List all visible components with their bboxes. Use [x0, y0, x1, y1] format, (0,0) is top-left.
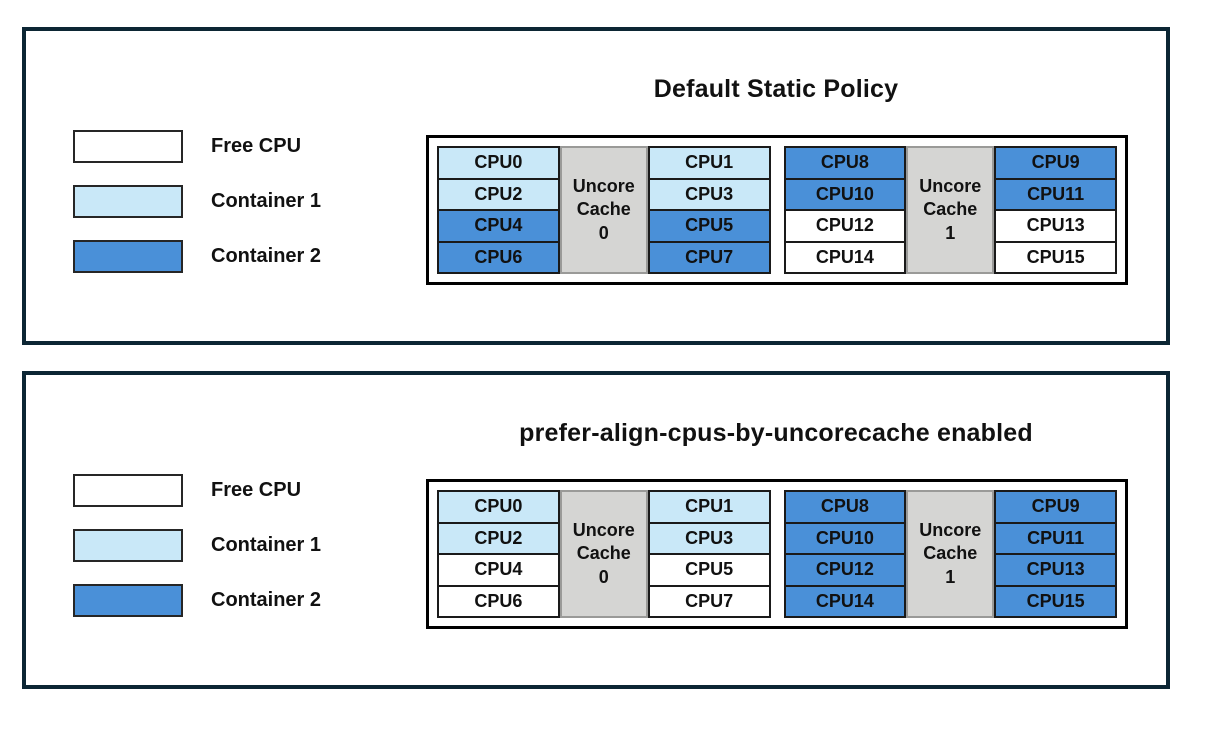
cpu-cell: CPU0: [439, 148, 558, 180]
cpu-cell: CPU0: [439, 492, 558, 524]
cpu-cell: CPU8: [785, 492, 905, 524]
policy-panel: prefer-align-cpus-by-uncorecache enabled…: [22, 371, 1170, 689]
legend-item: Container 2: [73, 584, 321, 617]
cpu-cell: CPU1: [649, 148, 769, 180]
uncore-cache-label-line: Cache: [576, 543, 631, 564]
cpu-cell: CPU11: [996, 523, 1115, 555]
cpu-cell: CPU13: [996, 211, 1115, 243]
legend: Free CPU Container 1 Container 2: [73, 474, 321, 617]
legend-label: Container 1: [211, 190, 322, 212]
cpu-cell: CPU13: [996, 555, 1115, 587]
cpu-cell: CPU15: [996, 242, 1115, 272]
cpu-cell: CPU15: [996, 586, 1115, 616]
panel-title: Default Static Policy: [653, 75, 899, 103]
uncore-cache-label-line: 0: [598, 566, 609, 587]
uncore-cache-label-line: Uncore: [572, 519, 635, 540]
cpu-cell: CPU10: [785, 523, 905, 555]
legend-label: Container 2: [211, 245, 322, 267]
legend-swatch-free-cpu: [73, 474, 183, 507]
uncore-cache-label-line: 1: [945, 566, 956, 587]
cpu-cell: CPU9: [996, 492, 1115, 524]
policy-panel: Default Static Policy Free CPU Container…: [22, 27, 1170, 345]
legend-swatch-container-2: [73, 584, 183, 617]
legend-item: Free CPU: [73, 130, 321, 163]
legend-label: Container 2: [211, 589, 322, 611]
legend-swatch-container-2: [73, 240, 183, 273]
legend-label: Free CPU: [211, 479, 302, 501]
uncore-cache-label-line: 1: [945, 222, 956, 243]
legend-swatch-container-1: [73, 529, 183, 562]
cpu-cell: CPU3: [649, 523, 769, 555]
cpu-cell: CPU4: [439, 555, 558, 587]
cpu-cell: CPU14: [785, 586, 905, 616]
uncore-cache-label-line: Cache: [923, 199, 978, 220]
cpu-cell: CPU6: [439, 242, 558, 272]
cpu-cell: CPU6: [439, 586, 558, 616]
cpu-cell: CPU12: [785, 211, 905, 243]
legend-label: Container 1: [211, 534, 322, 556]
cpu-cell: CPU5: [649, 211, 769, 243]
cpu-cell: CPU7: [649, 586, 769, 616]
cpu-cell: CPU14: [785, 242, 905, 272]
cpu-cell: CPU2: [439, 523, 558, 555]
cpu-cell: CPU11: [996, 179, 1115, 211]
legend-item: Container 2: [73, 240, 321, 273]
panel-title: prefer-align-cpus-by-uncorecache enabled: [519, 419, 1033, 447]
cpu-cell: CPU1: [649, 492, 769, 524]
uncore-cache-label-line: Cache: [576, 199, 631, 220]
legend-item: Free CPU: [73, 474, 321, 507]
uncore-cache-label-line: Uncore: [572, 175, 635, 196]
cpu-cell: CPU10: [785, 179, 905, 211]
cpu-cell: CPU5: [649, 555, 769, 587]
legend-label: Free CPU: [211, 135, 302, 157]
legend-swatch-container-1: [73, 185, 183, 218]
legend-swatch-free-cpu: [73, 130, 183, 163]
uncore-cache-label-line: 0: [598, 222, 609, 243]
cpu-cell: CPU3: [649, 179, 769, 211]
cpu-cell: CPU12: [785, 555, 905, 587]
uncore-cache-label-line: Cache: [923, 543, 978, 564]
legend-item: Container 1: [73, 185, 321, 218]
legend: Free CPU Container 1 Container 2: [73, 130, 321, 273]
legend-item: Container 1: [73, 529, 321, 562]
cpu-cell: CPU7: [649, 242, 769, 272]
cpu-cell: CPU8: [785, 148, 905, 180]
cpu-cell: CPU9: [996, 148, 1115, 180]
uncore-cache-label-line: Uncore: [919, 519, 982, 540]
cpu-cell: CPU2: [439, 179, 558, 211]
cpu-cell: CPU4: [439, 211, 558, 243]
uncore-cache-label-line: Uncore: [919, 175, 982, 196]
